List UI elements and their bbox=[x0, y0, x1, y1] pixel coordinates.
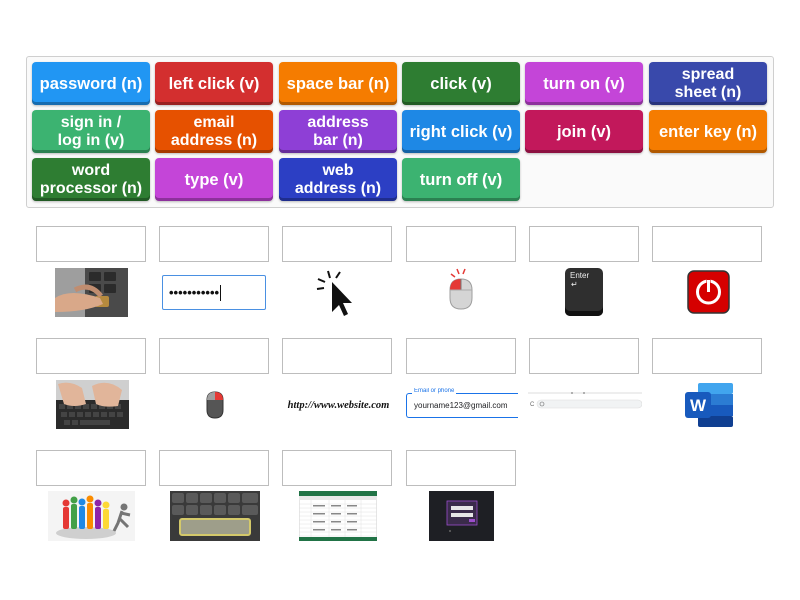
left-click-mouse-icon bbox=[442, 268, 480, 312]
answer-drop-zone[interactable] bbox=[406, 450, 516, 486]
word-tile[interactable]: turn off (v) bbox=[402, 158, 520, 201]
password-field-image: ••••••••••• bbox=[161, 274, 267, 311]
svg-text:C: C bbox=[530, 402, 535, 408]
word-tile[interactable]: web address (n) bbox=[279, 158, 397, 201]
word-tile[interactable]: enter key (n) bbox=[649, 110, 767, 153]
answer-drop-zone[interactable] bbox=[159, 338, 269, 374]
power-button-icon bbox=[687, 270, 730, 314]
word-tile[interactable]: click (v) bbox=[402, 62, 520, 105]
cursor-click-icon bbox=[313, 268, 358, 318]
enter-key-image: Enter ↵ bbox=[564, 267, 604, 317]
word-tile[interactable]: right click (v) bbox=[402, 110, 520, 153]
web-address-image: http://www.website.com bbox=[280, 392, 397, 418]
spreadsheet-image bbox=[299, 491, 377, 541]
typing-hands-image bbox=[56, 380, 129, 429]
fingerprint-login-image bbox=[55, 268, 128, 317]
answer-drop-zone[interactable] bbox=[159, 450, 269, 486]
word-tile[interactable]: join (v) bbox=[525, 110, 643, 153]
answer-drop-zone[interactable] bbox=[282, 450, 392, 486]
word-tile[interactable]: address bar (n) bbox=[279, 110, 397, 153]
text-cursor bbox=[220, 284, 222, 301]
people-joining-image bbox=[48, 491, 135, 541]
word-tile[interactable]: word processor (n) bbox=[32, 158, 150, 201]
answer-drop-zone[interactable] bbox=[36, 450, 146, 486]
word-tile[interactable]: email address (n) bbox=[155, 110, 273, 153]
word-tile[interactable]: type (v) bbox=[155, 158, 273, 201]
web-address-text: http://www.website.com bbox=[287, 399, 390, 411]
answer-drop-zone[interactable] bbox=[652, 226, 762, 262]
word-tile[interactable]: left click (v) bbox=[155, 62, 273, 105]
answer-drop-zone[interactable] bbox=[36, 226, 146, 262]
address-bar-image: C bbox=[528, 390, 642, 412]
answer-drop-zone[interactable] bbox=[36, 338, 146, 374]
answer-drop-zone[interactable] bbox=[406, 226, 516, 262]
enter-key-label: Enter bbox=[570, 271, 590, 280]
answer-drop-zone[interactable] bbox=[159, 226, 269, 262]
email-field-image: Email or phone yourname123@gmail.com bbox=[406, 388, 518, 420]
answer-drop-zone[interactable] bbox=[282, 226, 392, 262]
password-dots: ••••••••••• bbox=[169, 285, 220, 300]
enter-arrow-icon: ↵ bbox=[571, 280, 578, 289]
word-bank: password (n) left click (v) space bar (n… bbox=[26, 56, 774, 208]
email-field-value: yourname123@gmail.com bbox=[414, 401, 508, 410]
answer-drop-zone[interactable] bbox=[652, 338, 762, 374]
email-field-label: Email or phone bbox=[412, 388, 457, 394]
word-tile[interactable]: password (n) bbox=[32, 62, 150, 105]
word-tile[interactable]: spread sheet (n) bbox=[649, 62, 767, 105]
word-tile[interactable]: turn on (v) bbox=[525, 62, 643, 105]
sign-in-screen-image bbox=[429, 491, 494, 541]
word-tile[interactable]: sign in / log in (v) bbox=[32, 110, 150, 153]
word-letter-w: W bbox=[690, 396, 707, 415]
right-click-mouse-icon bbox=[205, 390, 225, 420]
answer-drop-zone[interactable] bbox=[529, 226, 639, 262]
space-bar-image bbox=[170, 491, 260, 541]
word-tile[interactable]: space bar (n) bbox=[279, 62, 397, 105]
answer-drop-zone[interactable] bbox=[406, 338, 516, 374]
word-app-icon: W bbox=[684, 382, 734, 428]
answer-drop-zone[interactable] bbox=[529, 338, 639, 374]
answer-drop-zone[interactable] bbox=[282, 338, 392, 374]
